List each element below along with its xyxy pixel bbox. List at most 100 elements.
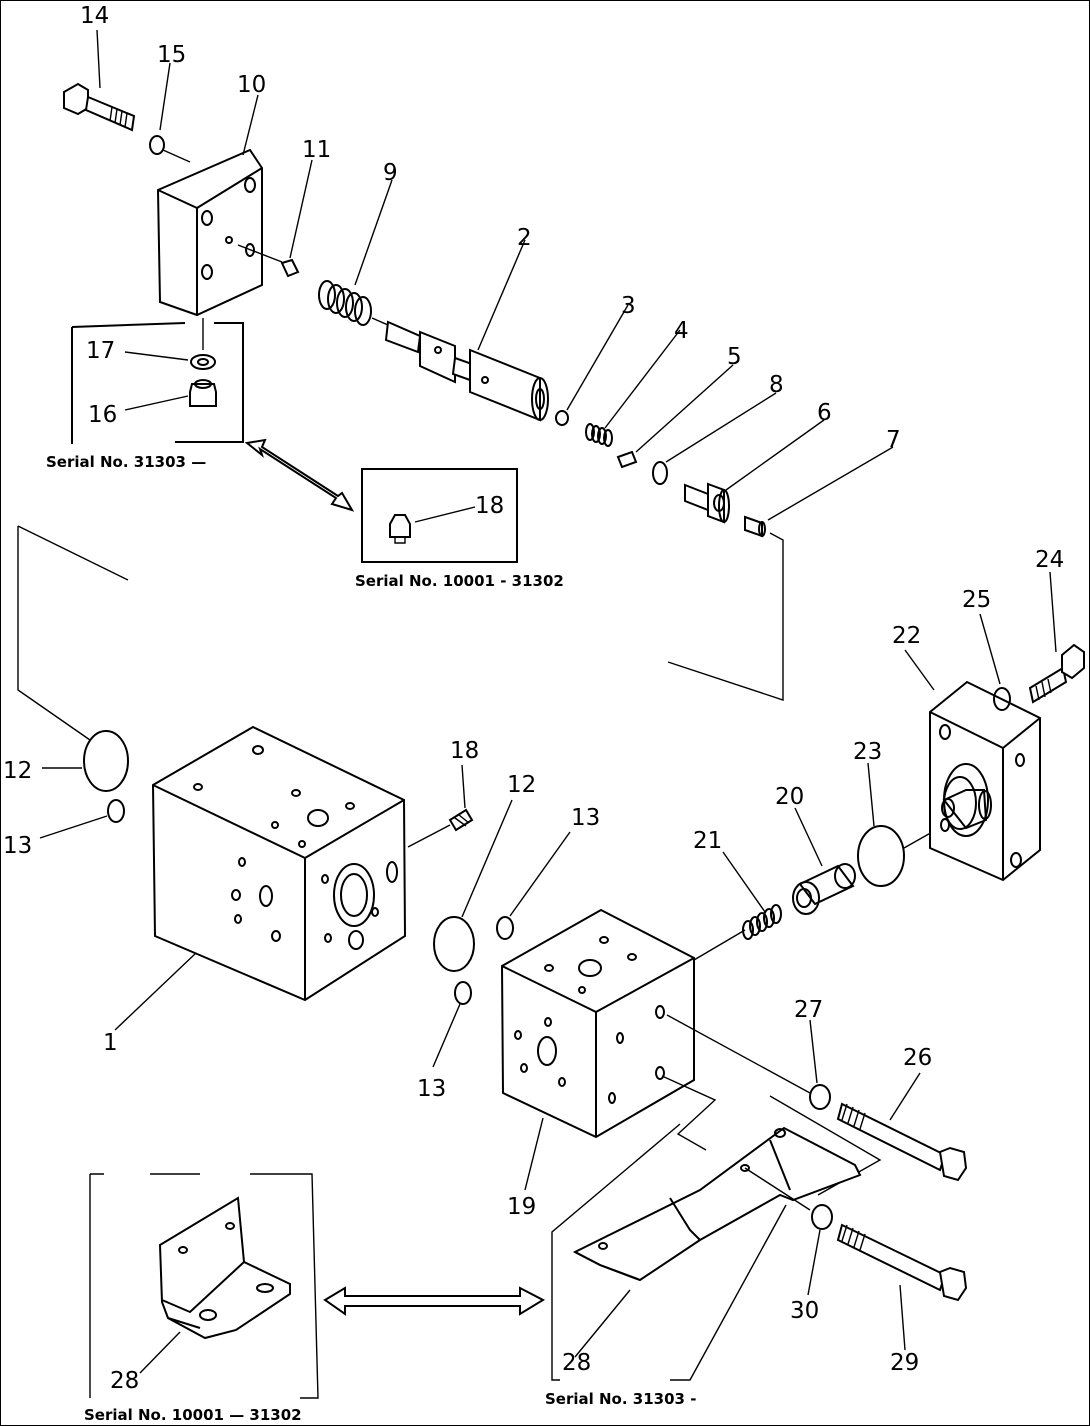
pin-5	[616, 450, 638, 469]
leader-19	[524, 1117, 544, 1191]
part-number-labels: 14 15 10 11 9 2 3 4 5 8 6 7 17 16 18 12 …	[3, 3, 1064, 1394]
part-label-17: 17	[86, 338, 115, 364]
leader-6	[725, 419, 825, 491]
part-label-13-upper: 13	[571, 805, 600, 831]
leader-2	[477, 239, 526, 351]
plug-6	[684, 482, 730, 524]
serial-label-18: Serial No. 10001 - 31302	[355, 572, 564, 590]
o-ring-23	[857, 825, 905, 887]
washer-15	[149, 135, 165, 155]
part-label-24: 24	[1035, 547, 1064, 573]
spring-9	[318, 280, 372, 326]
leader-15	[159, 62, 171, 131]
part-label-29: 29	[890, 1350, 919, 1376]
serial-box-18	[361, 468, 518, 563]
leader-29	[899, 1284, 906, 1351]
part-label-20: 20	[775, 784, 804, 810]
pin-11	[280, 258, 300, 278]
leader-4	[604, 329, 681, 429]
phantom-line-a	[17, 525, 129, 581]
leader-18-body	[461, 764, 466, 809]
serial-label-28-left: Serial No. 10001 — 31302	[84, 1406, 302, 1424]
double-arrow-bottom	[323, 1286, 546, 1316]
part-label-13-lower: 13	[417, 1076, 446, 1102]
part-label-2: 2	[517, 225, 532, 251]
bolt-24	[1028, 643, 1085, 704]
part-label-1: 1	[103, 1030, 118, 1056]
leader-12-middle	[461, 799, 513, 918]
part-label-18-body: 18	[450, 738, 479, 764]
part-label-23: 23	[853, 739, 882, 765]
leader-30	[807, 1229, 821, 1296]
part-label-26: 26	[903, 1045, 932, 1071]
part-label-28-right: 28	[562, 1350, 591, 1376]
leader-14	[96, 29, 101, 89]
part-label-12-middle: 12	[507, 772, 536, 798]
serial-box-28-right	[551, 1075, 882, 1381]
leader-10	[242, 94, 259, 156]
serial-label-28-right: Serial No. 31303 -	[545, 1390, 696, 1408]
spring-21	[742, 904, 782, 940]
ball-3	[555, 410, 569, 426]
o-ring-13-lower	[454, 981, 472, 1005]
leader-21	[722, 851, 766, 913]
part-label-25: 25	[962, 587, 991, 613]
leader-7	[767, 446, 894, 521]
leader-9	[354, 179, 393, 286]
phantom-line-b	[17, 526, 91, 741]
serial-label-17-16: Serial No. 31303 —	[46, 453, 206, 471]
leader-1	[114, 952, 197, 1031]
leader-23	[867, 762, 875, 827]
plug-7	[744, 515, 766, 538]
part-label-16: 16	[88, 402, 117, 428]
part-label-19: 19	[507, 1194, 536, 1220]
leader-3	[566, 304, 629, 411]
leader-8	[665, 392, 777, 463]
part-label-13-left: 13	[3, 833, 32, 859]
part-label-10: 10	[237, 72, 266, 98]
leader-13-upper	[509, 831, 571, 917]
leader-5	[635, 364, 734, 453]
part-label-15: 15	[157, 42, 186, 68]
washer-27	[809, 1084, 831, 1110]
part-label-9: 9	[383, 160, 398, 186]
leader-28-left	[139, 1331, 181, 1374]
leader-24	[1049, 571, 1057, 653]
bolt-29	[836, 1223, 968, 1302]
valve-body-19	[500, 908, 695, 1139]
leader-28-right	[574, 1289, 631, 1358]
spool-2	[384, 320, 549, 422]
plug-18	[448, 808, 474, 832]
part-label-30: 30	[790, 1298, 819, 1324]
o-ring-13-upper	[496, 916, 514, 940]
leader-27	[809, 1019, 818, 1084]
valve-body-1	[151, 725, 407, 1002]
part-label-11: 11	[302, 137, 331, 163]
part-label-28-left: 28	[110, 1368, 139, 1394]
o-ring-8	[652, 461, 668, 485]
cover-plate-10	[156, 148, 263, 317]
part-label-18-box: 18	[475, 493, 504, 519]
phantom-line-c	[667, 532, 784, 701]
part-label-4: 4	[674, 318, 689, 344]
leader-20	[794, 807, 823, 867]
part-label-8: 8	[769, 372, 784, 398]
bolt-14	[63, 82, 136, 132]
part-label-12-left: 12	[3, 758, 32, 784]
sleeve-20	[792, 863, 856, 915]
leader-13-lower	[432, 1003, 461, 1068]
part-label-5: 5	[727, 344, 742, 370]
part-label-27: 27	[794, 997, 823, 1023]
part-label-7: 7	[886, 427, 901, 453]
bolt-26	[836, 1102, 968, 1182]
washer-30	[811, 1204, 833, 1230]
washer-25	[993, 687, 1011, 711]
serial-box-28-left	[89, 1173, 319, 1399]
leader-25	[979, 613, 1001, 685]
cover-plate-22	[929, 680, 1041, 882]
serial-box-17-16	[71, 318, 244, 444]
part-label-22: 22	[892, 623, 921, 649]
part-label-14: 14	[80, 3, 109, 29]
part-label-3: 3	[621, 293, 636, 319]
